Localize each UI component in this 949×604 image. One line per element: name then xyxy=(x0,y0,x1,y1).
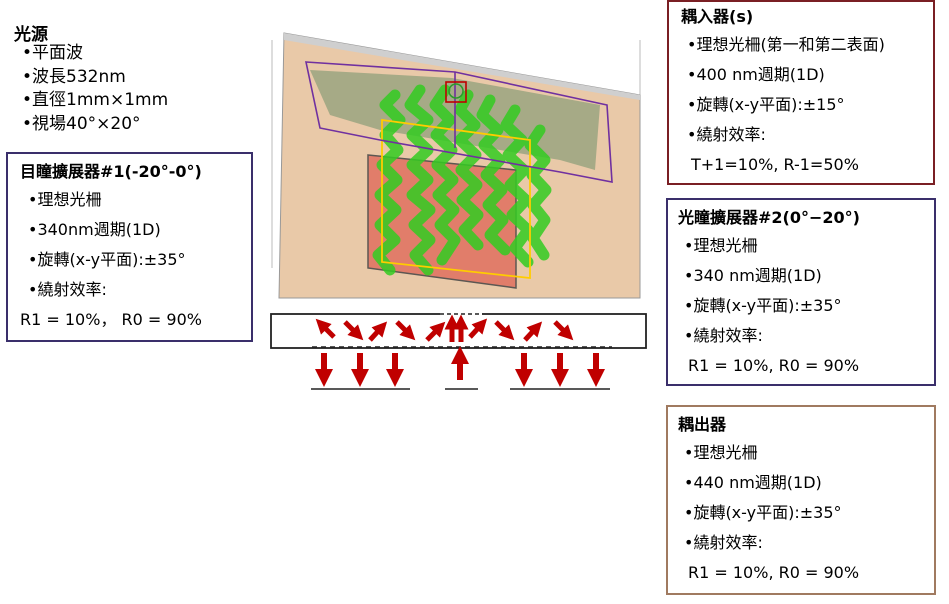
coupler-in-box: 耦入器(s) •理想光柵(第一和第二表面) •400 nm週期(1D) •旋轉(… xyxy=(667,0,935,185)
tir-arrow xyxy=(368,321,388,342)
pupil-expander-1-item: •繞射效率: xyxy=(28,280,107,299)
incoupler-circle xyxy=(448,83,464,99)
pupil-expander-2-box: 光瞳擴展器#2(0°−20°) •理想光柵 •340 nm週期(1D) •旋轉(… xyxy=(666,198,936,386)
coupler-in-item: •400 nm週期(1D) xyxy=(687,65,825,84)
beam-path xyxy=(476,94,511,256)
coupler-out-item: •理想光柵 xyxy=(684,443,758,462)
pupil-expander-1-item: •340nm週期(1D) xyxy=(28,220,161,239)
pupil-expander-1-box: 目瞳擴展器#1(-20°-0°) •理想光柵 •340nm週期(1D) •旋轉(… xyxy=(6,152,253,342)
tir-arrow xyxy=(315,318,336,339)
tir-arrow xyxy=(343,320,364,341)
tir-arrow xyxy=(395,320,416,341)
pupil-expander-1-item: •旋轉(x-y平面):±35° xyxy=(28,250,186,269)
pupil-expander-2-item: •理想光柵 xyxy=(684,236,758,255)
pupil-expander-2-item: •340 nm週期(1D) xyxy=(684,266,822,285)
pupil-expander-1-efficiency: R1 = 10%， R0 = 90% xyxy=(20,310,202,329)
coupler-in-efficiency: T+1=10%, R-1=50% xyxy=(691,155,859,174)
coupler-out-efficiency: R1 = 10%, R0 = 90% xyxy=(688,563,860,582)
tir-arrow xyxy=(523,321,543,342)
tir-arrow xyxy=(468,318,488,339)
coupler-in-title: 耦入器(s) xyxy=(681,7,754,26)
beam-path xyxy=(429,84,461,266)
light-source-list: •平面波 •波長532nm •直徑1mm×1mm •視場40°×20° xyxy=(22,42,168,136)
expander-outline xyxy=(304,61,613,183)
pupil-expander-2-item: •旋轉(x-y平面):±35° xyxy=(684,296,842,315)
plate-top-edge xyxy=(284,33,640,100)
light-source-item: •直徑1mm×1mm xyxy=(22,90,169,110)
output-arrows xyxy=(315,353,605,387)
tir-arrow xyxy=(553,320,574,341)
beam-path xyxy=(454,89,484,251)
pupil-expander-1-title: 目瞳擴展器#1(-20°-0°) xyxy=(20,162,202,181)
beam-path xyxy=(524,124,552,261)
beam-paths xyxy=(372,84,552,276)
tir-arrow xyxy=(494,320,515,341)
coupler-in-item: •旋轉(x-y平面):±15° xyxy=(687,95,845,114)
pupil-expander-1-item: •理想光柵 xyxy=(28,190,102,209)
pupil-expander-2-efficiency: R1 = 10%, R0 = 90% xyxy=(688,356,860,375)
light-source-item: •波長532nm xyxy=(22,66,126,87)
beam-path xyxy=(404,84,436,276)
coupler-out-item: •440 nm週期(1D) xyxy=(684,473,822,492)
coupler-in-item: •理想光柵(第一和第二表面) xyxy=(687,35,885,54)
incoupler-square xyxy=(445,81,467,103)
tir-arrow xyxy=(425,321,446,342)
coupler-out-title: 耦出器 xyxy=(678,415,727,434)
coupler-out-item: •繞射效率: xyxy=(684,533,763,552)
outcoupler-outline xyxy=(381,118,531,280)
beam-path xyxy=(500,104,534,268)
coupler-out-item: •旋轉(x-y平面):±35° xyxy=(684,503,842,522)
light-source-title: 光源 xyxy=(14,25,48,45)
light-source-item: •平面波 xyxy=(22,43,84,63)
light-source-item: •視場40°×20° xyxy=(22,113,141,134)
beam-path xyxy=(372,89,406,276)
pupil-expander-2-item: •繞射效率: xyxy=(684,326,763,345)
coupler-out-box: 耦出器 •理想光柵 •440 nm週期(1D) •旋轉(x-y平面):±35° … xyxy=(666,405,936,595)
coupler-in-item: •繞射效率: xyxy=(687,125,766,144)
pupil-expander-2-title: 光瞳擴展器#2(0°−20°) xyxy=(678,208,860,227)
tir-arrows xyxy=(315,314,574,342)
